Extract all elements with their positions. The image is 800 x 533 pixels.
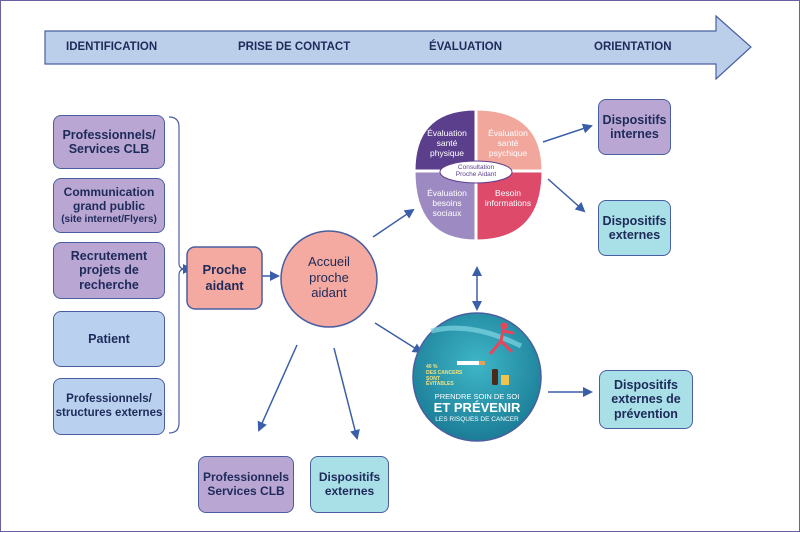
arrow-accueil-to-evaluation [372, 208, 415, 238]
dispositifs-externes-line2: externes [608, 228, 661, 242]
dispositifs-prevention-line2: externes de [611, 392, 681, 407]
source-communication-line3: (site internet/Flyers) [61, 213, 157, 225]
accueil-label: Accueil proche aidant [281, 254, 377, 301]
stage-identification: IDENTIFICATION [66, 41, 158, 53]
accueil-line3: aidant [311, 285, 347, 301]
consultation-oval [439, 160, 513, 184]
quad-physique-label: Évaluation santé physique [417, 128, 477, 158]
process-banner [44, 14, 752, 81]
prevention-line1: PRENDRE SOIN DE SOI [434, 392, 520, 401]
quad-physique-line3: physique [429, 147, 465, 158]
sources-bracket [168, 116, 186, 434]
quad-informations-line2: informations [484, 197, 532, 208]
source-recrutement-line2: projets de [79, 263, 139, 278]
glass-icon [501, 375, 509, 385]
stage-prise-de-contact: PRISE DE CONTACT [238, 41, 351, 53]
dispositifs-externes: Dispositifs externes [598, 200, 671, 256]
bottle-icon [492, 369, 498, 385]
dispositifs-prevention-line3: prévention [614, 406, 678, 421]
prevention-small1: 40 % [426, 364, 438, 370]
source-recrutement: Recrutement projets de recherche [53, 242, 165, 299]
dispositifs-internes-line1: Dispositifs [602, 112, 667, 127]
proche-aidant-line2: aidant [205, 277, 244, 293]
accueil-line2: proche [309, 269, 349, 285]
quad-physique-line1: Évaluation [427, 128, 467, 138]
dispositifs-internes: Dispositifs internes [598, 99, 671, 155]
source-patient-line1: Patient [88, 331, 130, 346]
prevention-small3: SONT [426, 375, 440, 382]
runner-figure [489, 329, 515, 355]
externes-bottom-line2: externes [324, 483, 375, 498]
source-professionnels-externes-line2: structures externes [55, 406, 163, 419]
consultation-line2: Proche Aidant [455, 171, 497, 179]
professionnels-services-clb: Professionnels Services CLB [198, 456, 294, 513]
prevention-small2: DES CANCERS [426, 369, 463, 376]
dispositifs-internes-line2: internes [610, 127, 659, 141]
arrow-accueil-to-prevention [374, 322, 423, 354]
arrow-accueil-to-pro-clb [257, 344, 298, 432]
consultation-label: Consultation Proche Aidant [441, 164, 511, 179]
consultation-line1: Consultation [457, 164, 495, 171]
source-communication-line1: Communication [63, 184, 155, 199]
prevention-title: PRENDRE SOIN DE SOI ET PRÉVENIR LES RISQ… [417, 392, 537, 423]
source-professionnels-externes-line1: Professionnels/ [66, 393, 152, 406]
pro-clb-line2: Services CLB [207, 483, 285, 498]
source-professionnels-clb: Professionnels/ Services CLB [53, 115, 165, 169]
quad-sociaux-line3: sociaux [432, 207, 462, 218]
source-professionnels-clb-line2: Services CLB [68, 142, 150, 156]
accueil-circle [280, 230, 378, 328]
cigarette-filter [479, 361, 485, 365]
source-patient: Patient [53, 311, 165, 367]
prevention-small-text: 40 % DES CANCERS SONT ÉVITABLES [426, 364, 464, 388]
source-professionnels-clb-line1: Professionnels/ [62, 127, 156, 142]
source-recrutement-line3: recherche [79, 277, 139, 292]
prevention-line2: ET PRÉVENIR [433, 400, 521, 416]
stage-evaluation: ÉVALUATION [429, 41, 503, 53]
arrow-evaluation-to-internes [542, 123, 593, 143]
quad-sociaux-line1: Évaluation [427, 188, 467, 198]
prevention-small4: ÉVITABLES [426, 381, 454, 388]
quad-informations-line1: Besoin [495, 188, 521, 198]
proche-aidant-box [186, 246, 263, 310]
accueil-line1: Accueil [308, 254, 350, 269]
source-recrutement-line1: Recrutement [70, 248, 148, 263]
quad-informations-label: Besoin informations [477, 188, 539, 209]
source-communication-line2: grand public [73, 198, 145, 213]
quad-psychique-line3: psychique [488, 147, 528, 158]
quad-physique-line2: santé [436, 137, 458, 148]
source-professionnels-externes: Professionnels/ structures externes [53, 378, 165, 435]
dispositifs-prevention-line1: Dispositifs [614, 377, 678, 392]
arrow-evaluation-to-externes [547, 178, 586, 213]
dispositifs-externes-bottom: Dispositifs externes [310, 456, 389, 513]
dispositifs-externes-prevention: Dispositifs externes de prévention [599, 370, 693, 429]
dispositifs-externes-line1: Dispositifs [602, 213, 667, 228]
quad-psychique-line2: santé [497, 137, 519, 148]
quad-sociaux-label: Évaluation besoins sociaux [417, 188, 477, 218]
quad-psychique-label: Évaluation santé psychique [477, 128, 539, 158]
quad-sociaux-line2: besoins [432, 197, 462, 208]
stage-orientation: ORIENTATION [594, 41, 672, 53]
arrow-accueil-to-externes-bottom [333, 347, 360, 440]
pro-clb-line1: Professionnels [202, 469, 290, 484]
externes-bottom-line1: Dispositifs [318, 469, 381, 484]
runner-head [500, 322, 508, 330]
proche-aidant-label: Proche aidant [187, 262, 262, 293]
proche-aidant-line1: Proche [202, 262, 247, 277]
prevention-swirl [430, 325, 523, 349]
cigarette-icon [457, 361, 485, 365]
quad-informations [474, 169, 545, 243]
quad-psychique-line1: Évaluation [488, 128, 528, 138]
source-communication: Communication grand public (site interne… [53, 178, 165, 233]
prevention-circle [412, 312, 542, 442]
prevention-line3: LES RISQUES DE CANCER [435, 415, 519, 423]
